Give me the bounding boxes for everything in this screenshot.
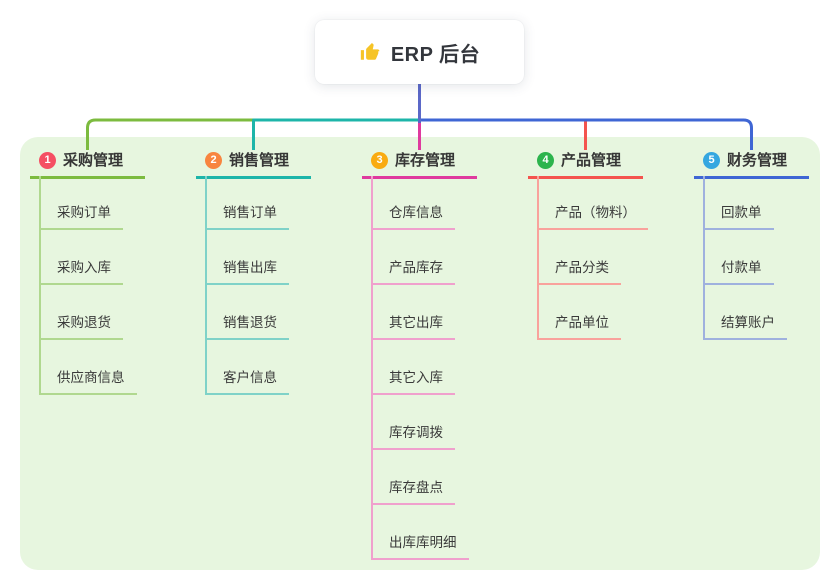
child-node[interactable]: 销售订单 xyxy=(205,204,289,230)
child-node[interactable]: 采购入库 xyxy=(39,259,123,285)
branch-node-5[interactable]: 5 财务管理 xyxy=(694,151,809,179)
branch-children-connector xyxy=(371,176,373,560)
branch-node-3[interactable]: 3 库存管理 xyxy=(362,151,477,179)
root-node-title: ERP 后台 xyxy=(390,43,481,66)
child-node[interactable]: 结算账户 xyxy=(703,314,787,340)
child-node[interactable]: 付款单 xyxy=(703,259,774,285)
child-node[interactable]: 库存调拨 xyxy=(371,424,455,450)
branch-node-4[interactable]: 4 产品管理 xyxy=(528,151,643,179)
branch-node-2[interactable]: 2 销售管理 xyxy=(196,151,311,179)
child-node[interactable]: 销售出库 xyxy=(205,259,289,285)
branch-label: 销售管理 xyxy=(229,152,290,169)
child-node[interactable]: 产品（物料） xyxy=(537,204,648,230)
thumbs-up-icon xyxy=(359,41,381,63)
child-node[interactable]: 其它入库 xyxy=(371,369,455,395)
child-node[interactable]: 出库库明细 xyxy=(371,534,469,560)
branches-panel xyxy=(20,137,820,570)
child-node[interactable]: 产品分类 xyxy=(537,259,621,285)
child-node[interactable]: 产品库存 xyxy=(371,259,455,285)
child-node[interactable]: 产品单位 xyxy=(537,314,621,340)
branch-label: 库存管理 xyxy=(395,152,456,169)
branch-node-1[interactable]: 1 采购管理 xyxy=(30,151,145,179)
branch-number-badge: 5 xyxy=(703,152,720,169)
branch-children-connector xyxy=(39,176,41,395)
branch-children-connector xyxy=(205,176,207,395)
child-node[interactable]: 客户信息 xyxy=(205,369,289,395)
branch-number-badge: 2 xyxy=(205,152,222,169)
branch-label: 采购管理 xyxy=(63,152,124,169)
child-node[interactable]: 库存盘点 xyxy=(371,479,455,505)
root-node-erp[interactable]: ERP 后台 xyxy=(315,20,524,84)
branch-label: 财务管理 xyxy=(727,152,788,169)
branch-label: 产品管理 xyxy=(561,152,622,169)
branch-children-connector xyxy=(703,176,705,340)
child-node[interactable]: 回款单 xyxy=(703,204,774,230)
branch-number-badge: 4 xyxy=(537,152,554,169)
child-node[interactable]: 供应商信息 xyxy=(39,369,137,395)
branch-number-badge: 1 xyxy=(39,152,56,169)
child-node[interactable]: 其它出库 xyxy=(371,314,455,340)
branch-children-connector xyxy=(537,176,539,340)
child-node[interactable]: 采购退货 xyxy=(39,314,123,340)
child-node[interactable]: 销售退货 xyxy=(205,314,289,340)
child-node[interactable]: 仓库信息 xyxy=(371,204,455,230)
branch-number-badge: 3 xyxy=(371,152,388,169)
child-node[interactable]: 采购订单 xyxy=(39,204,123,230)
